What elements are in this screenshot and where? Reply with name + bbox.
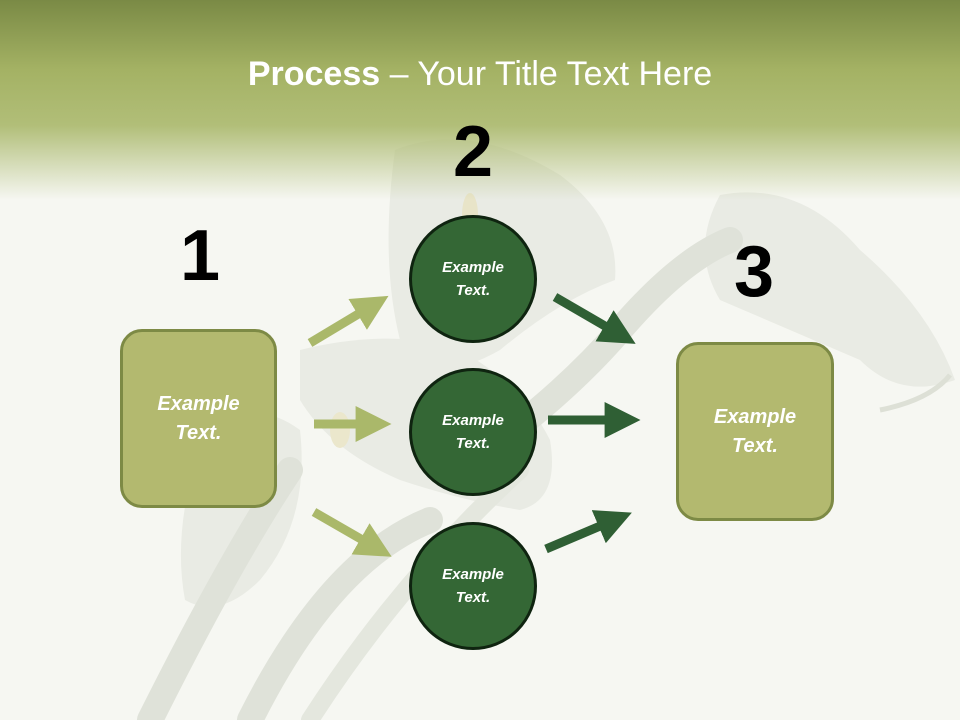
slide-title: Process – Your Title Text Here (0, 52, 960, 96)
header-band (0, 0, 960, 200)
step-3-box-label: Example Text. (713, 405, 797, 457)
title-rest-part: – Your Title Text Here (380, 55, 713, 93)
step-number-2: 2 (452, 112, 494, 192)
step-number-1: 1 (179, 216, 221, 296)
step-number-3: 3 (733, 232, 775, 312)
title-bold-part: Process (247, 55, 381, 93)
step-1-box-label: Example Text. (157, 392, 240, 444)
arrow-circle-bottom-to-3 (544, 510, 632, 554)
circle-middle-label: Example Text. (442, 412, 504, 452)
step-3-box: Example Text. (676, 342, 834, 521)
step-1-box: Example Text. (120, 329, 277, 508)
step-2-circle-bottom: Example Text. (409, 522, 537, 650)
arrow-1-to-circle-bottom (311, 508, 392, 557)
circle-bottom-label: Example Text. (442, 566, 504, 606)
arrow-1-to-circle-top (307, 295, 389, 347)
step-2-circle-middle: Example Text. (409, 368, 537, 496)
circle-top-label: Example Text. (442, 259, 504, 299)
step-2-circle-top: Example Text. (409, 215, 537, 343)
arrow-circle-top-to-3 (552, 293, 636, 344)
